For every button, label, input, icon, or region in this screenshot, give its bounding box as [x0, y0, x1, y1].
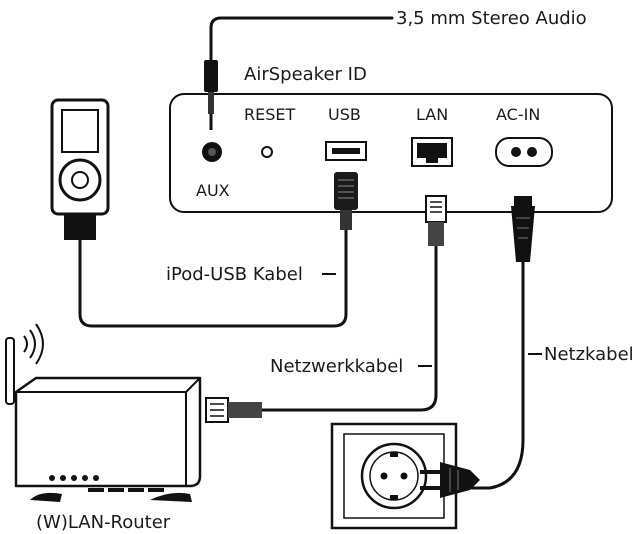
airspeaker-device [169, 93, 613, 213]
ipod-usb-cable [78, 228, 348, 328]
lan-port[interactable] [411, 137, 453, 167]
reset-label: RESET [244, 105, 295, 124]
router-status-leds [49, 475, 99, 481]
router-foot-right [150, 492, 192, 502]
audio-cable [209, 16, 394, 64]
router-foot-left [30, 492, 62, 502]
lan-label: LAN [416, 105, 448, 124]
usb-label: USB [328, 105, 361, 124]
router-label: (W)LAN-Router [36, 512, 171, 533]
power-cable [470, 260, 525, 490]
power-plug [511, 196, 535, 262]
usb-cable-label: iPod-USB Kabel [166, 264, 303, 285]
reset-button[interactable] [261, 146, 273, 158]
network-cable [260, 244, 438, 412]
audio-cable-label: 3,5 mm Stereo Audio [396, 8, 587, 29]
router-device [5, 323, 202, 502]
usb-plug [334, 172, 358, 230]
audio-plug [204, 60, 218, 130]
ipod-device [50, 98, 110, 240]
ac-in-label: AC-IN [496, 105, 540, 124]
usb-port[interactable] [325, 141, 367, 161]
ipod-dock-connector [64, 214, 96, 240]
power-cable-label: Netzkabel [544, 344, 634, 365]
aux-label: AUX [196, 181, 230, 200]
lan-plug [425, 195, 447, 246]
router-lan-plug [205, 397, 262, 423]
device-title: AirSpeaker ID [244, 64, 367, 85]
network-cable-label: Netzwerkkabel [270, 356, 403, 377]
wall-plug [420, 462, 480, 498]
wall-socket [330, 422, 458, 530]
wifi-signal-icon [23, 323, 44, 365]
ac-in-port[interactable] [495, 137, 553, 167]
router-antenna [5, 337, 15, 405]
